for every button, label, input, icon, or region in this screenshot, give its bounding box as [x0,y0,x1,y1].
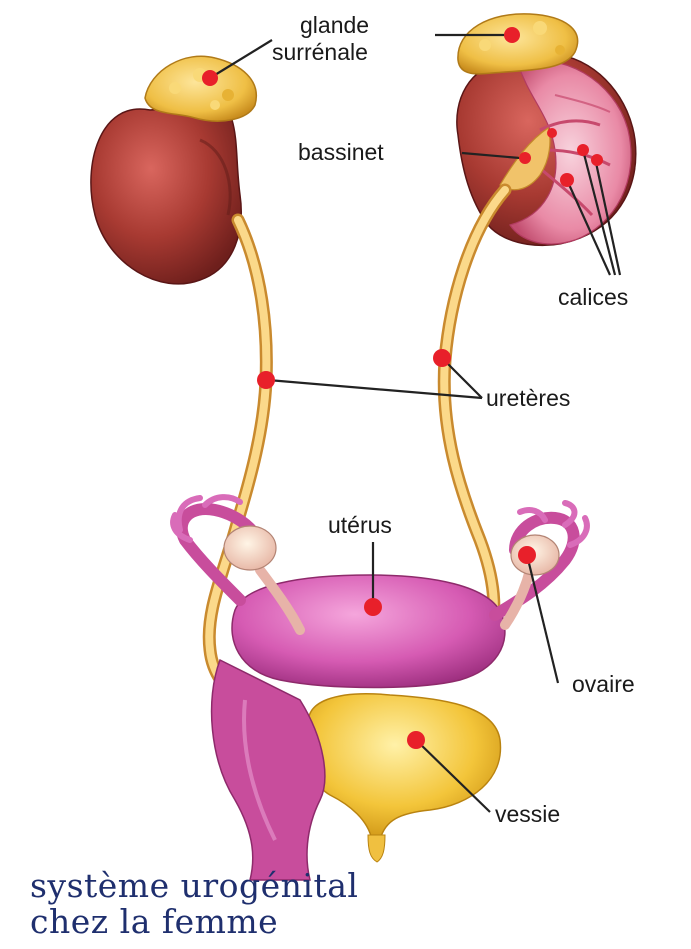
left-kidney [91,107,241,284]
caption-line-2: chez la femme [30,904,358,940]
marker-right-ureter [433,349,451,367]
vagina [212,660,325,880]
label-bassinet: bassinet [298,139,384,165]
bladder [308,694,500,862]
marker-bassinet [519,152,531,164]
label-glande: glande [300,12,369,38]
label-calices: calices [558,284,628,310]
label-surrenale: surrénale [272,39,368,65]
marker-left-ureter [257,371,275,389]
label-ovaire: ovaire [572,671,635,697]
caption-line-1: système urogénital [30,868,358,904]
marker-calyx-1 [560,173,574,187]
left-adrenal-gland [145,56,256,121]
marker-calyx-3 [591,154,603,166]
right-adrenal-gland [458,14,578,74]
diagram-caption: système urogénital chez la femme [30,868,358,940]
marker-ovary [518,546,536,564]
marker-bladder [407,731,425,749]
marker-uterus [364,598,382,616]
label-uterus: utérus [328,512,392,538]
marker-left-adrenal [202,70,218,86]
marker-right-adrenal [504,27,520,43]
label-ureteres: uretères [486,385,570,411]
left-ovary [224,526,276,570]
right-ureter [444,190,505,640]
marker-calyx-4 [547,128,557,138]
marker-calyx-2 [577,144,589,156]
label-vessie: vessie [495,801,560,827]
